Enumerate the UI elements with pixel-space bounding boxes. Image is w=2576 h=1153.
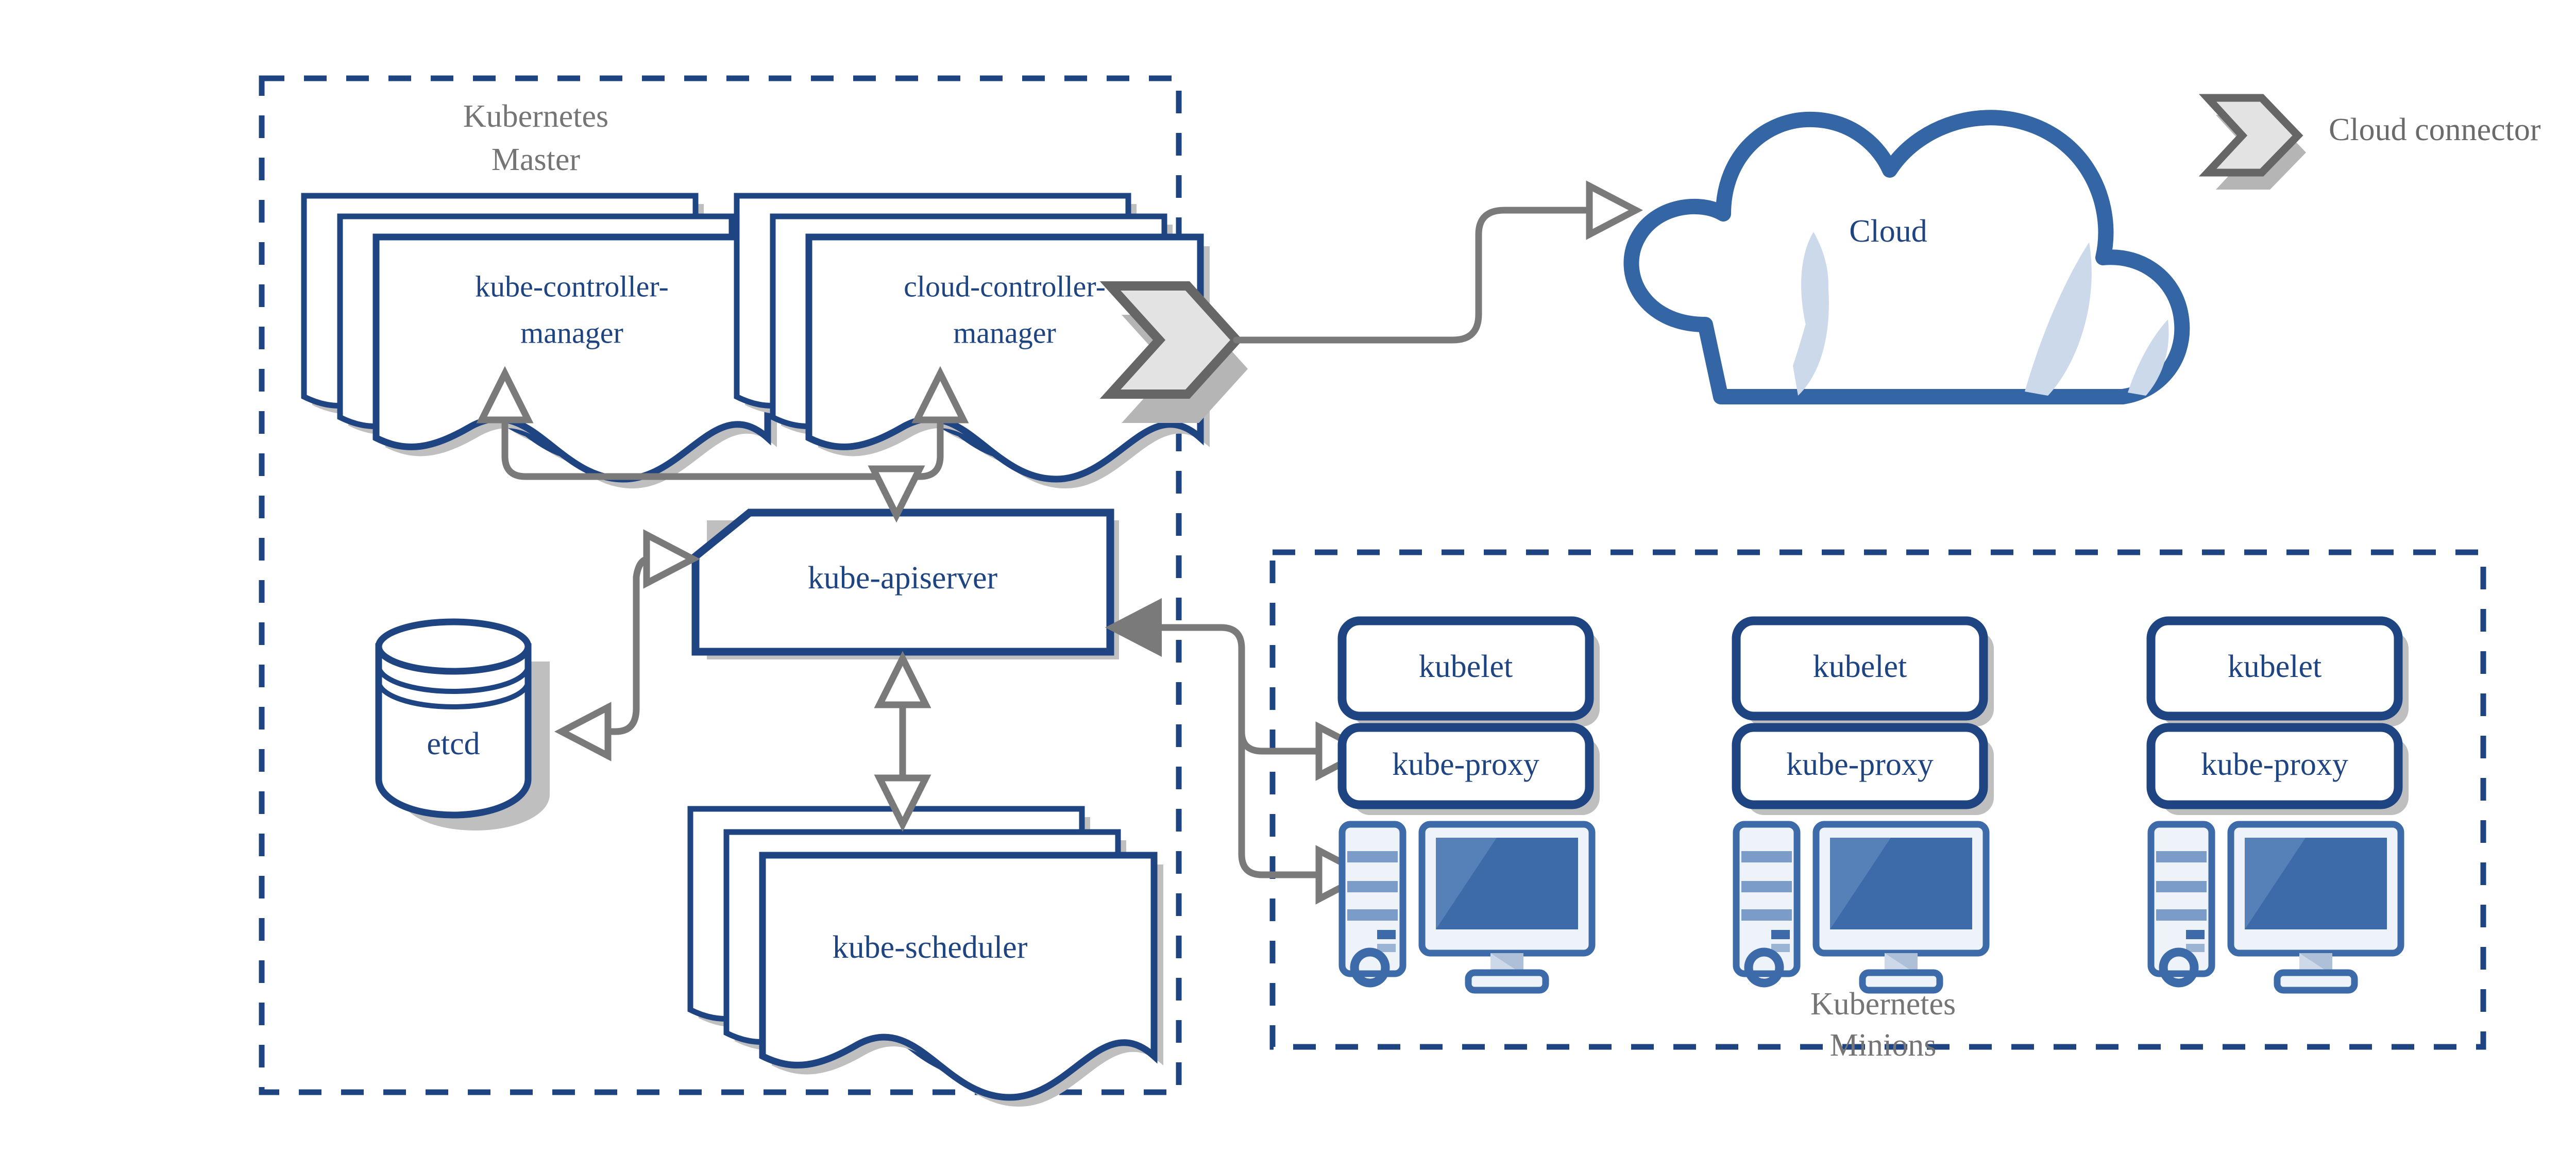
minion-1-kubelet[interactable]: kubelet: [1337, 616, 1600, 726]
minion-node-1: kubelet kube-proxy: [1337, 616, 1600, 994]
arrow-head-up-apiserver: [874, 651, 931, 708]
minion-3-computer-icon: [2147, 821, 2404, 994]
connector-apiserver-to-controllers: [476, 366, 969, 523]
minion-node-3: kubelet kube-proxy: [2146, 616, 2409, 994]
arrow-head-down-scheduler: [874, 774, 931, 832]
cloud-accent-leaf: [1793, 268, 1829, 396]
cloud-controller-manager-label-line2: manager: [953, 316, 1056, 349]
zone-kubernetes-minions: [1269, 549, 2486, 1050]
minions-zone-label-group: Kubernetes Minions: [1810, 987, 1956, 1063]
cloud-label: Cloud: [1849, 214, 1927, 249]
cloud-controller-manager-label-line1: cloud-controller-: [904, 269, 1106, 303]
arrow-head-cloud: [1586, 180, 1643, 240]
kube-controller-manager-label-line1: kube-controller-: [475, 269, 669, 303]
minions-zone-label-line2: Minions: [1830, 1028, 1937, 1063]
node-kube-scheduler[interactable]: kube-scheduler: [690, 809, 1163, 1107]
cloud-accent-leaf: [2025, 242, 2092, 396]
connector-etcd-apiserver: [554, 529, 701, 761]
arrow-head-to-etcd: [554, 702, 612, 761]
node-cloud[interactable]: Cloud: [1623, 110, 2190, 404]
minion-node-2: kubelet kube-proxy: [1732, 616, 1994, 994]
legend-cloud-connector: Cloud connector: [2198, 94, 2541, 190]
cloud-accent-leaf: [2128, 319, 2169, 396]
node-kube-controller-manager[interactable]: kube-controller- manager: [304, 196, 777, 488]
kube-apiserver-label: kube-apiserver: [808, 561, 998, 596]
minion-2-kubelet-label: kubelet: [1813, 649, 1907, 684]
minion-1-kube-proxy-label: kube-proxy: [1392, 747, 1539, 782]
cloud-connector-icon: [2198, 94, 2303, 177]
arrow-head-up-kcm: [476, 366, 534, 423]
minion-2-kube-proxy[interactable]: kube-proxy: [1732, 723, 1994, 815]
minion-3-kubelet[interactable]: kubelet: [2146, 616, 2409, 726]
arrow-head-down-apiserver: [868, 465, 925, 523]
node-kube-apiserver[interactable]: kube-apiserver: [691, 508, 1119, 659]
etcd-label: etcd: [427, 726, 480, 761]
connector-cloud-controller-to-cloud: [1233, 180, 1643, 344]
legend-cloud-connector-label: Cloud connector: [2329, 112, 2541, 147]
minion-1-kubelet-label: kubelet: [1419, 649, 1513, 684]
master-zone-border: [259, 75, 1182, 1095]
node-cloud-controller-manager[interactable]: cloud-controller- manager: [737, 196, 1210, 488]
minions-zone-label-line1: Kubernetes: [1810, 987, 1956, 1022]
arrow-head-to-apiserver-left: [1105, 598, 1162, 657]
minion-3-kube-proxy-label: kube-proxy: [2201, 747, 2348, 782]
master-zone-label-line1: Kubernetes: [463, 99, 608, 134]
kube-controller-manager-label-line2: manager: [520, 316, 623, 349]
arrow-head-to-apiserver: [643, 529, 701, 589]
minion-1-kube-proxy[interactable]: kube-proxy: [1337, 723, 1600, 815]
minion-2-kubelet[interactable]: kubelet: [1732, 616, 1994, 726]
zone-kubernetes-master: Kubernetes Master: [259, 75, 1182, 1095]
connector-apiserver-scheduler: [874, 651, 931, 832]
kube-scheduler-label: kube-scheduler: [833, 930, 1028, 965]
arrow-head-up-ccm: [911, 366, 969, 423]
node-etcd[interactable]: etcd: [375, 618, 550, 830]
cloud-connector-chevron-icon: [1099, 281, 1248, 423]
minion-3-kube-proxy[interactable]: kube-proxy: [2146, 723, 2409, 815]
master-zone-label-line2: Master: [492, 142, 581, 177]
minions-zone-border: [1269, 549, 2486, 1050]
minion-3-kubelet-label: kubelet: [2228, 649, 2322, 684]
minion-1-computer-icon: [1338, 821, 1596, 994]
minion-2-computer-icon: [1733, 821, 1990, 994]
minion-2-kube-proxy-label: kube-proxy: [1786, 747, 1934, 782]
